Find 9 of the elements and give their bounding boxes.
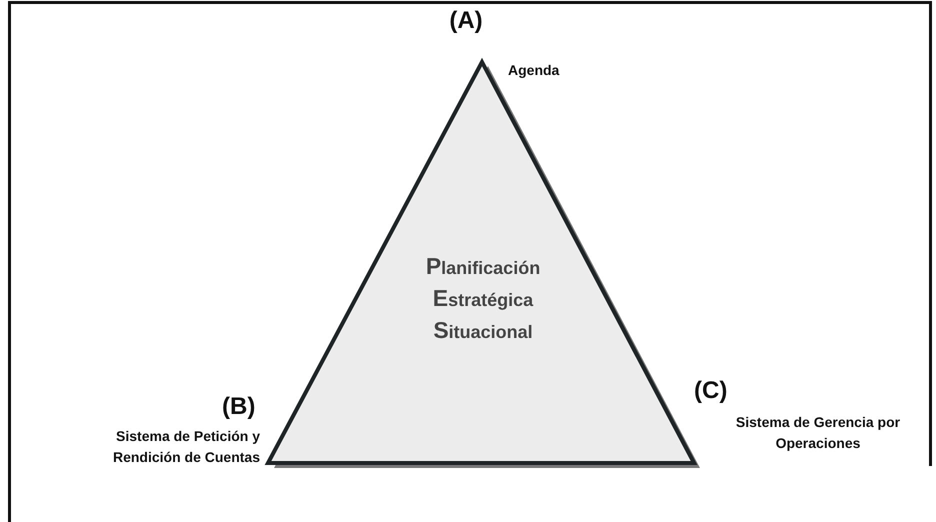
triangle-text: Situacional	[433, 318, 533, 344]
vertex-letter: (C)	[694, 378, 728, 404]
triangle-text: Estratégica	[432, 286, 534, 312]
vertex-letter: (B)	[222, 394, 256, 420]
vertex-label: Sistema de Gerencia por Operaciones	[734, 413, 902, 453]
triangle-text: Planificación	[426, 254, 540, 280]
vertex-letter: (A)	[448, 8, 484, 34]
vertex-label: Agenda	[508, 61, 560, 80]
vertex-label: Sistema de Petición y Rendición de Cuentas	[112, 427, 260, 467]
